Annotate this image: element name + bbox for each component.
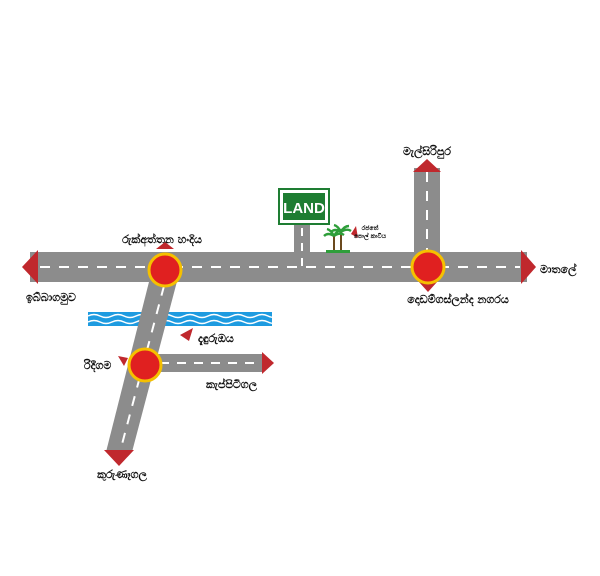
label-east-end: මාතලේ [540, 262, 577, 278]
grass [326, 250, 350, 253]
palm-trunk [340, 232, 342, 252]
palm-trunk [333, 236, 335, 252]
label-north-end: මැල්සිරිපුර [403, 144, 451, 160]
marker-right [410, 249, 446, 285]
south-arrow-icon [104, 450, 134, 466]
land-sign: LAND [278, 188, 330, 225]
north-road [414, 168, 440, 258]
label-south-end: කුරුණෑගල [96, 468, 147, 483]
land-access-road [294, 224, 310, 266]
label-junction-top-left: රුක්අත්තන හංදිය [122, 232, 202, 247]
marker-top-left [147, 252, 183, 288]
pointer-middle-icon [118, 356, 128, 366]
place-labels: ඉබ්බාගමුව මාතලේ මැල්සිරිපුර කුරුණෑගල රුක… [26, 144, 577, 483]
pointer-stream-icon [180, 328, 193, 341]
land-access-road-body [294, 224, 310, 254]
label-small-line-2: පොල් කාවිය [354, 232, 387, 240]
label-small-line-1: රජතේ [362, 224, 379, 232]
palm-leaves [323, 227, 345, 238]
north-arrow-icon [413, 159, 441, 172]
land-sign-panel [283, 193, 325, 220]
palm-leaves [330, 223, 352, 234]
main-road [30, 252, 527, 282]
label-junction-middle: රිදීගම [84, 358, 112, 373]
stream-wave-2 [87, 319, 285, 325]
stream-wave-1 [87, 313, 285, 319]
label-junction-right: දොඩම්ගස්ලන්ද නගරය [407, 292, 509, 308]
junction-markers [127, 249, 446, 383]
pointer-marks [118, 226, 437, 366]
pointer-top-left-icon [156, 242, 174, 249]
label-stream: දැඳුරුඔය [198, 332, 234, 346]
road-end-arrows [22, 159, 536, 466]
label-branch-east: කැප්පිටිගල [205, 377, 258, 393]
land-sign-text: LAND [283, 200, 325, 217]
stream [87, 312, 285, 326]
west-arrow-icon [22, 250, 38, 284]
pointer-small-label-icon [351, 226, 358, 238]
east-branch-road [140, 354, 264, 372]
east-arrow-icon [521, 250, 536, 284]
label-west-end: ඉබ්බාගමුව [26, 291, 76, 305]
marker-middle [127, 347, 163, 383]
branch-arrow-icon [262, 352, 274, 374]
palm-trees-icon [323, 223, 352, 253]
pointer-right-icon [419, 282, 437, 292]
